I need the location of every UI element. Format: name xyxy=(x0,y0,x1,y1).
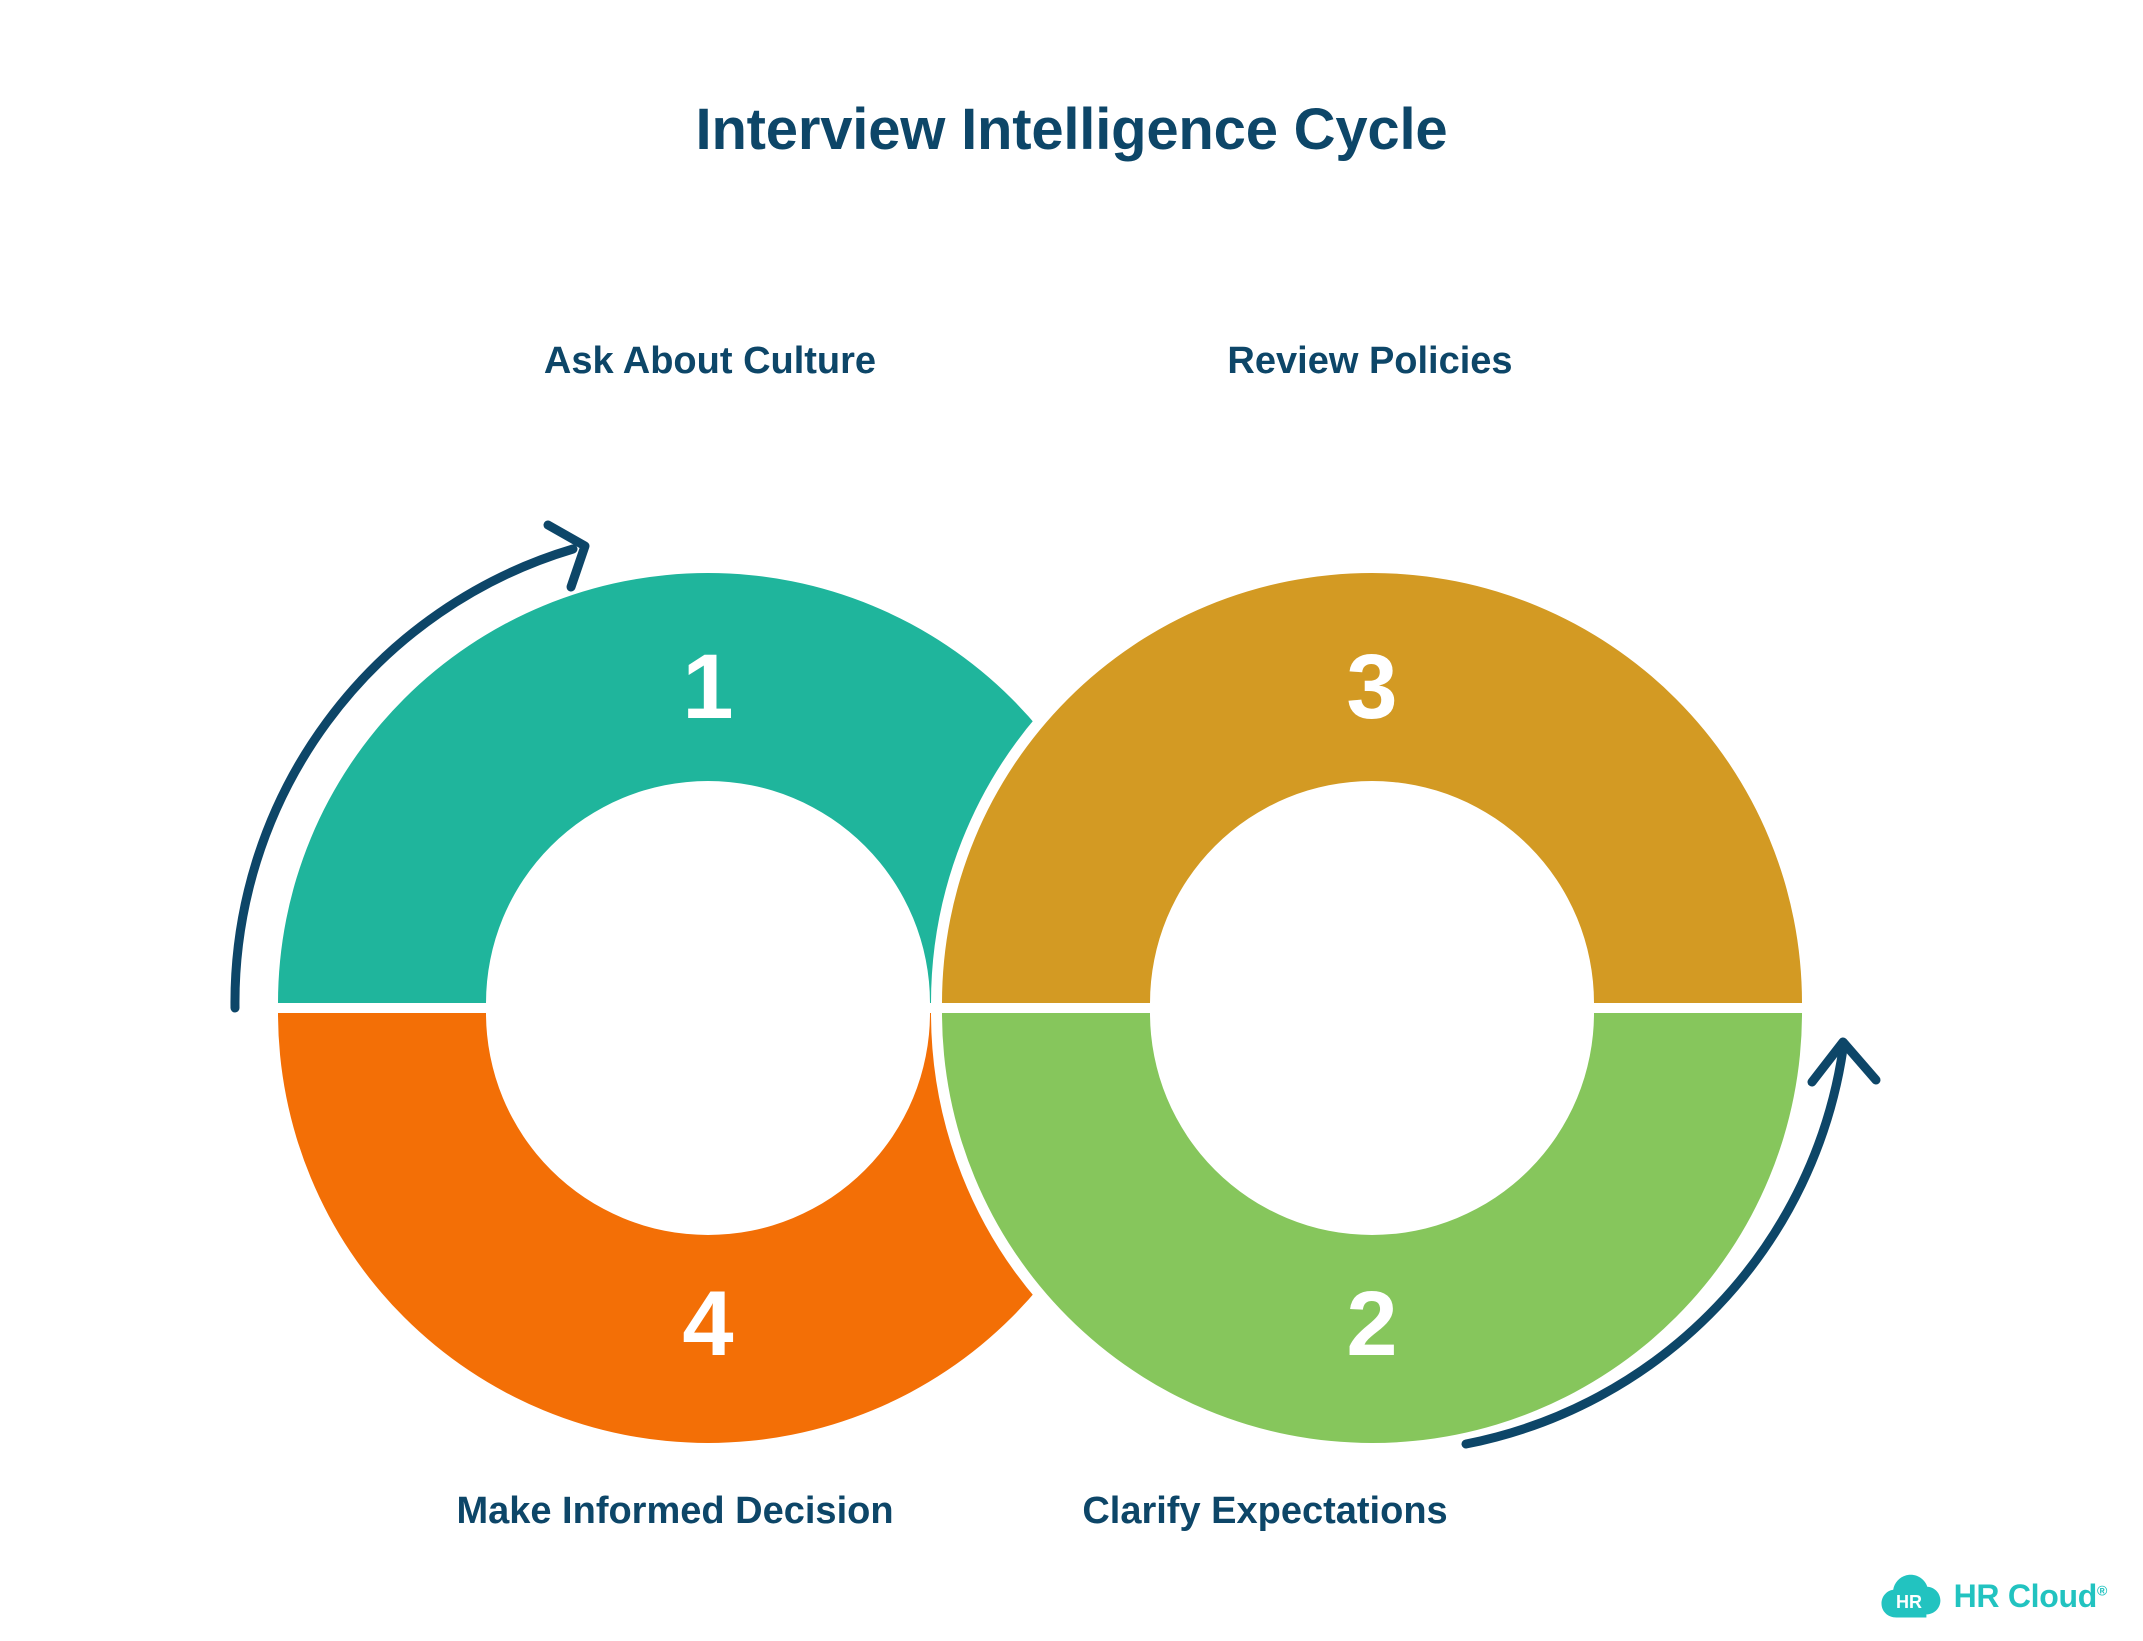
segment-1-number: 1 xyxy=(682,636,733,738)
left-arrow xyxy=(230,520,590,1013)
step-label-ask-about-culture: Ask About Culture xyxy=(543,340,877,382)
logo-name: HR Cloud xyxy=(1953,1577,2098,1614)
segment-2-number: 2 xyxy=(1346,1273,1397,1375)
page-title: Interview Intelligence Cycle xyxy=(695,97,1448,162)
segment-3-separator-inner xyxy=(1139,770,1605,1004)
segment-4-orange-arc[interactable] xyxy=(278,1013,1138,1443)
segment-3-number: 3 xyxy=(1346,636,1397,738)
right-arrow xyxy=(1461,1037,1881,1449)
logo-registered-mark: ® xyxy=(2096,1581,2107,1598)
segment-1-teal-arc[interactable] xyxy=(278,573,1138,1003)
segment-2-green-arc[interactable] xyxy=(942,1013,1802,1443)
segment-2-separator-inner xyxy=(1139,1012,1605,1246)
segment-3-gold-arc[interactable] xyxy=(942,573,1802,1003)
logo-wordmark: HR Cloud® xyxy=(1953,1577,2108,1615)
segment-4-number: 4 xyxy=(682,1273,733,1375)
hr-cloud-logo[interactable]: HR HR Cloud® xyxy=(1880,1573,2107,1619)
step-label-clarify-expectations: Clarify Expectations xyxy=(1082,1490,1448,1532)
cloud-icon-hr-text: HR xyxy=(1896,1592,1922,1612)
step-label-review-policies: Review Policies xyxy=(1227,340,1513,382)
cloud-icon: HR xyxy=(1881,1574,1941,1618)
step-label-make-informed-decision: Make Informed Decision xyxy=(456,1490,894,1532)
